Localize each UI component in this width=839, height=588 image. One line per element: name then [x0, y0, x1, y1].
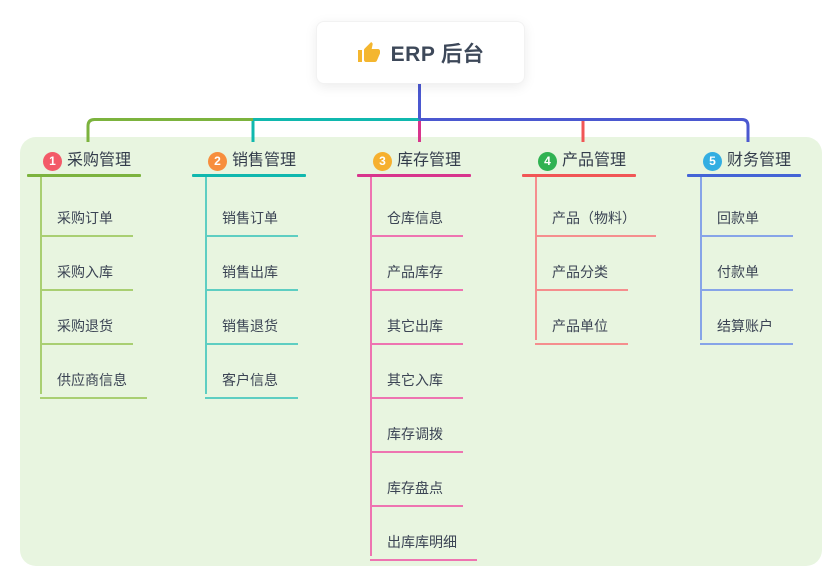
child-node[interactable]: 产品单位 [535, 306, 628, 345]
child-node[interactable]: 采购入库 [40, 252, 133, 291]
child-node[interactable]: 产品库存 [370, 252, 463, 291]
child-node[interactable]: 销售出库 [205, 252, 298, 291]
child-node[interactable]: 产品分类 [535, 252, 628, 291]
branch-title-label[interactable]: 财务管理 [727, 152, 792, 169]
branch-title-underline [522, 174, 636, 177]
child-node[interactable]: 回款单 [700, 198, 793, 237]
branch-number-badge: 2 [208, 152, 227, 171]
child-node[interactable]: 产品（物料） [535, 198, 656, 237]
branch-title-label[interactable]: 销售管理 [232, 152, 297, 169]
branch-trunk-line [535, 177, 537, 340]
branch-trunk-line [205, 177, 207, 394]
child-node[interactable]: 付款单 [700, 252, 793, 291]
branch-number-badge: 5 [703, 152, 722, 171]
child-node[interactable]: 销售订单 [205, 198, 298, 237]
root-node[interactable]: ERP 后台 [316, 21, 525, 84]
child-node[interactable]: 结算账户 [700, 306, 793, 345]
branch-number-badge: 3 [373, 152, 392, 171]
child-node[interactable]: 其它出库 [370, 306, 463, 345]
child-node[interactable]: 仓库信息 [370, 198, 463, 237]
branch-title-underline [27, 174, 141, 177]
thumbs-up-icon [357, 41, 381, 65]
child-node[interactable]: 客户信息 [205, 360, 298, 399]
child-node[interactable]: 采购退货 [40, 306, 133, 345]
branch-trunk-line [700, 177, 702, 340]
branch-title-underline [687, 174, 801, 177]
branch-number-badge: 4 [538, 152, 557, 171]
child-node[interactable]: 库存调拨 [370, 414, 463, 453]
branch-title-label[interactable]: 产品管理 [562, 152, 627, 169]
connector-segment [418, 81, 750, 142]
branch-title-label[interactable]: 库存管理 [397, 152, 462, 169]
branch-title-label[interactable]: 采购管理 [67, 152, 132, 169]
child-node[interactable]: 其它入库 [370, 360, 463, 399]
branches-panel [20, 137, 822, 566]
child-node[interactable]: 采购订单 [40, 198, 133, 237]
child-node[interactable]: 库存盘点 [370, 468, 463, 507]
branch-number-badge: 1 [43, 152, 62, 171]
branch-title-underline [357, 174, 471, 177]
branch-title-underline [192, 174, 306, 177]
root-label: ERP 后台 [390, 42, 485, 66]
branch-trunk-line [370, 177, 372, 556]
child-node[interactable]: 供应商信息 [40, 360, 147, 399]
branch-trunk-line [40, 177, 42, 394]
child-node[interactable]: 出库库明细 [370, 522, 477, 561]
child-node[interactable]: 销售退货 [205, 306, 298, 345]
